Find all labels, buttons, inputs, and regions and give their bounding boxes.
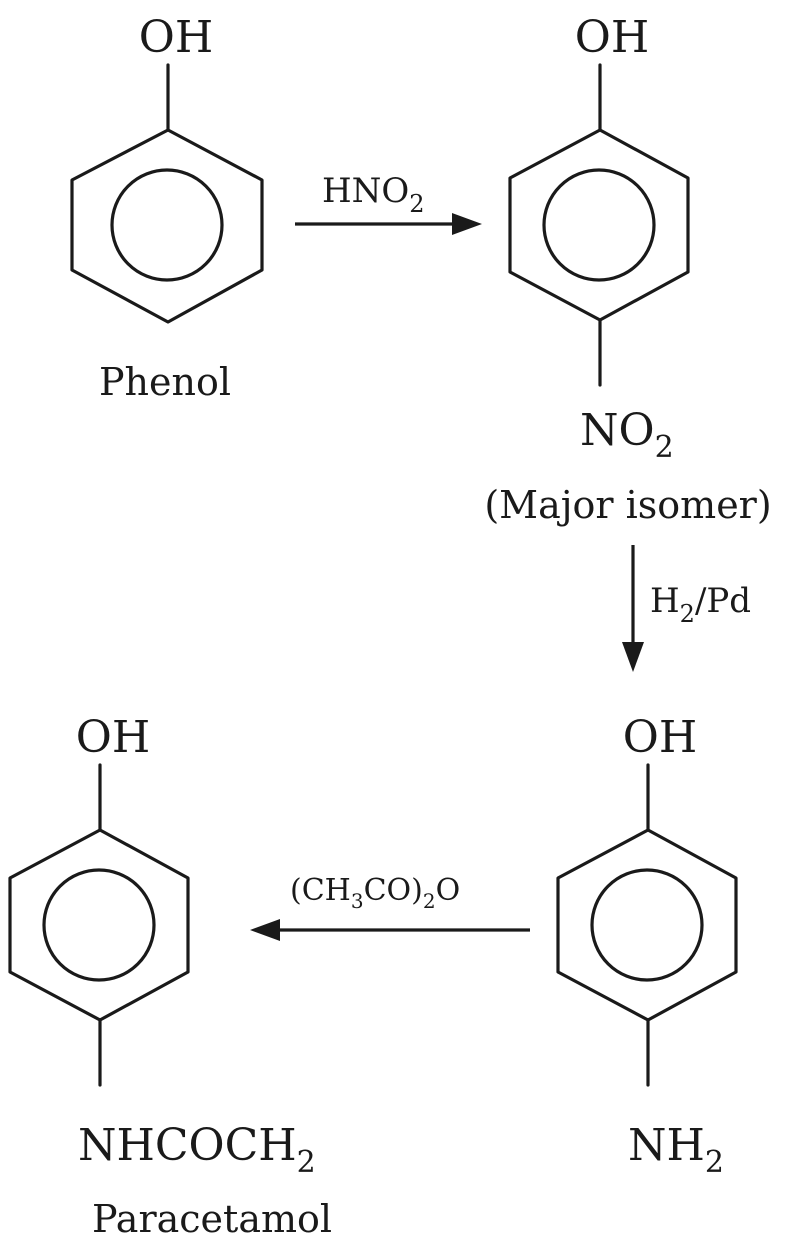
nitrophenol-structure: OH NO2 (Major isomer) <box>484 12 771 527</box>
arrow-head <box>622 642 644 672</box>
nitrophenol-aromatic-circle <box>542 168 656 282</box>
arrow-head <box>250 919 280 941</box>
aminophenol-benzene-ring <box>556 828 738 1022</box>
aminophenol-hydroxyl-label: OH <box>623 712 697 763</box>
paracetamol-aromatic-circle <box>42 868 156 982</box>
phenol-hydroxyl-label: OH <box>139 12 213 63</box>
paracetamol-hydroxyl-label: OH <box>76 712 150 763</box>
nitrophenol-hydroxyl-label: OH <box>575 12 649 63</box>
arrow-head <box>452 213 482 235</box>
reagent-h2-pd: H2/Pd <box>650 581 751 628</box>
aminophenol-structure: OH NH2 <box>556 712 738 1180</box>
nitrophenol-benzene-ring <box>508 128 690 322</box>
paracetamol-structure: OH NHCOCH2 Paracetamol <box>8 712 332 1241</box>
reagent-acetic-anhydride: (CH3CO)2O <box>290 873 460 913</box>
acetamido-group-label: NHCOCH2 <box>78 1120 316 1180</box>
aminophenol-aromatic-circle <box>590 868 704 982</box>
phenol-benzene-ring <box>70 128 264 324</box>
acetylation-arrow: (CH3CO)2O <box>250 873 530 941</box>
phenol-aromatic-circle <box>110 168 224 282</box>
reduction-arrow: H2/Pd <box>622 545 751 672</box>
reagent-hno2: HNO2 <box>322 171 425 218</box>
amino-group-label: NH2 <box>628 1120 724 1180</box>
phenol-name: Phenol <box>99 360 231 404</box>
paracetamol-name: Paracetamol <box>92 1197 332 1241</box>
nitro-group-label: NO2 <box>580 405 674 465</box>
phenol-structure: OH Phenol <box>70 12 264 404</box>
major-isomer-note: (Major isomer) <box>484 483 771 527</box>
paracetamol-benzene-ring <box>8 828 190 1022</box>
nitration-arrow: HNO2 <box>295 171 482 235</box>
